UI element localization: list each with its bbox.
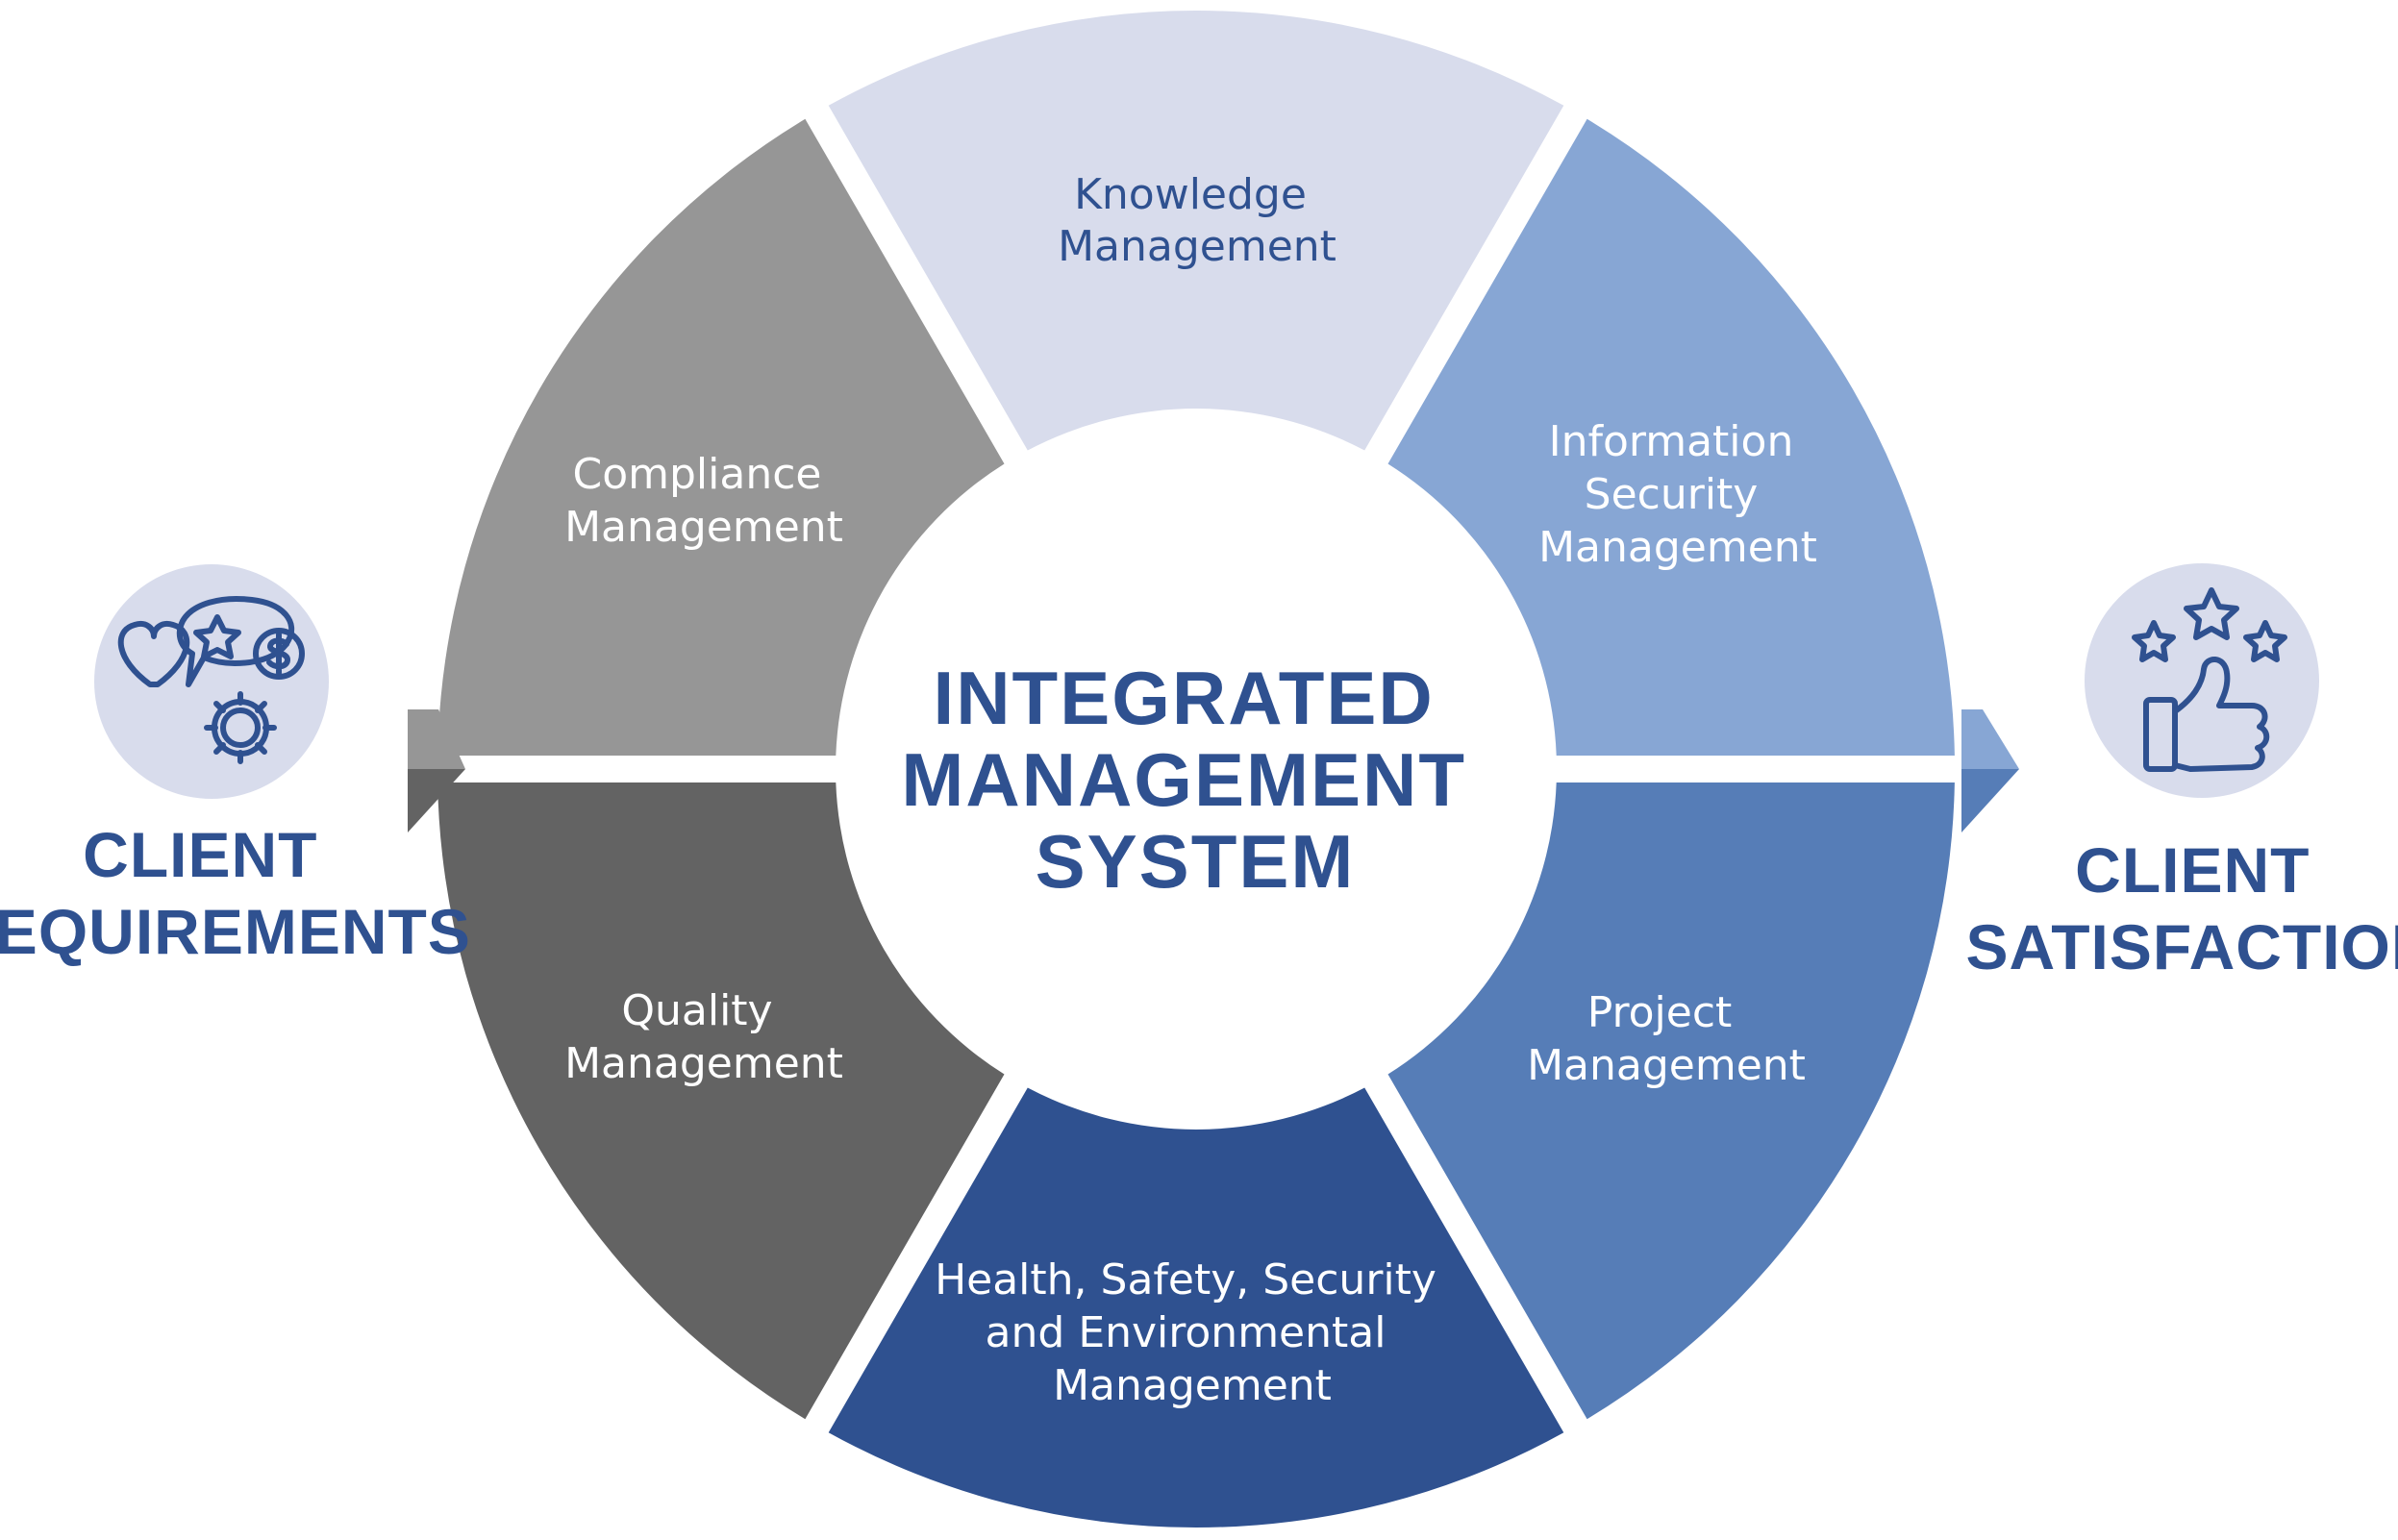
output-arrow-top (1961, 709, 2019, 769)
client-requirements-title: CLIENT REQUIREMENTS (0, 819, 471, 967)
segment-quality (437, 782, 1005, 1420)
output-arrow (1961, 709, 2019, 832)
input-arrow-bottom (408, 769, 465, 832)
segment-knowledge (828, 10, 1564, 451)
center-title: INTEGRATED MANAGEMENT SYSTEM (901, 656, 1488, 904)
management-ring (437, 10, 1955, 1528)
segment-label-compliance: Compliance Management (564, 450, 843, 552)
client-requirements-icon-group: CLIENT REQUIREMENTS (0, 564, 471, 967)
client-satisfaction-icon-group: CLIENT SATISFACTION (1965, 563, 2398, 982)
segment-information-security (1387, 118, 1955, 757)
client-satisfaction-title: CLIENT SATISFACTION (1965, 834, 2398, 982)
output-arrow-bottom (1961, 769, 2019, 832)
segment-label-quality: Quality Management (564, 986, 843, 1088)
segment-compliance (437, 118, 1005, 757)
input-arrow-top (408, 709, 465, 769)
segment-label-knowledge: Knowledge Management (1058, 170, 1336, 271)
thumbs-up-stars-icon (2132, 587, 2287, 772)
segment-label-hsse: Health, Safety, Security and Environment… (935, 1255, 1450, 1410)
segment-label-information-security: Information Security Management (1538, 417, 1817, 572)
heart-star-dollar-gear-icon (117, 596, 305, 764)
client-requirements-icon-circle (94, 564, 329, 799)
segment-label-project: Project Management (1527, 988, 1806, 1090)
segment-project (1387, 782, 1955, 1420)
segment-hsse (828, 1087, 1564, 1528)
input-arrow (408, 709, 465, 832)
